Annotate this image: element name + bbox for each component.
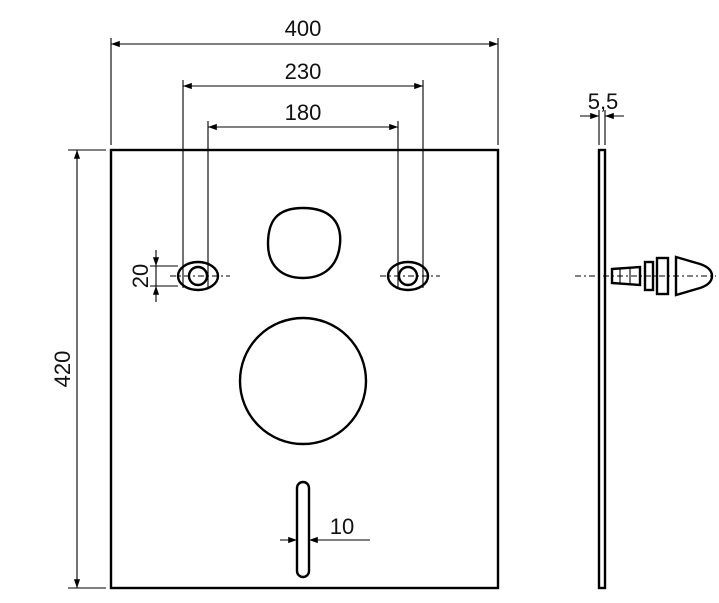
dimension-height-total: 420 (50, 149, 106, 589)
bottom-slot (295, 480, 311, 579)
dimension-bolt-outer: 230 (182, 59, 424, 288)
left-bolt-hole (170, 260, 230, 292)
dimension-label-400: 400 (285, 16, 322, 41)
plate-front-view (109, 148, 500, 590)
plate-side-outline (597, 148, 607, 590)
dimension-label-230: 230 (285, 59, 322, 84)
dimension-label-420: 420 (50, 351, 75, 388)
dimension-bolt-height: 20 (128, 250, 178, 302)
plate-side-view: 5,5 (575, 89, 716, 590)
right-bolt-hole (380, 260, 440, 292)
dimension-slot-width: 10 (280, 514, 370, 544)
dimension-width-total: 400 (110, 16, 499, 145)
fastener-side-view (610, 255, 714, 297)
dimension-label-thickness: 5,5 (588, 89, 619, 114)
dimension-bolt-inner: 180 (207, 100, 399, 288)
dimension-label-20: 20 (128, 264, 153, 288)
large-round-hole (238, 316, 368, 446)
top-oval-hole (266, 206, 342, 280)
plate-outline (109, 148, 500, 590)
dimension-label-180: 180 (285, 100, 322, 125)
dimension-label-10: 10 (330, 514, 354, 539)
